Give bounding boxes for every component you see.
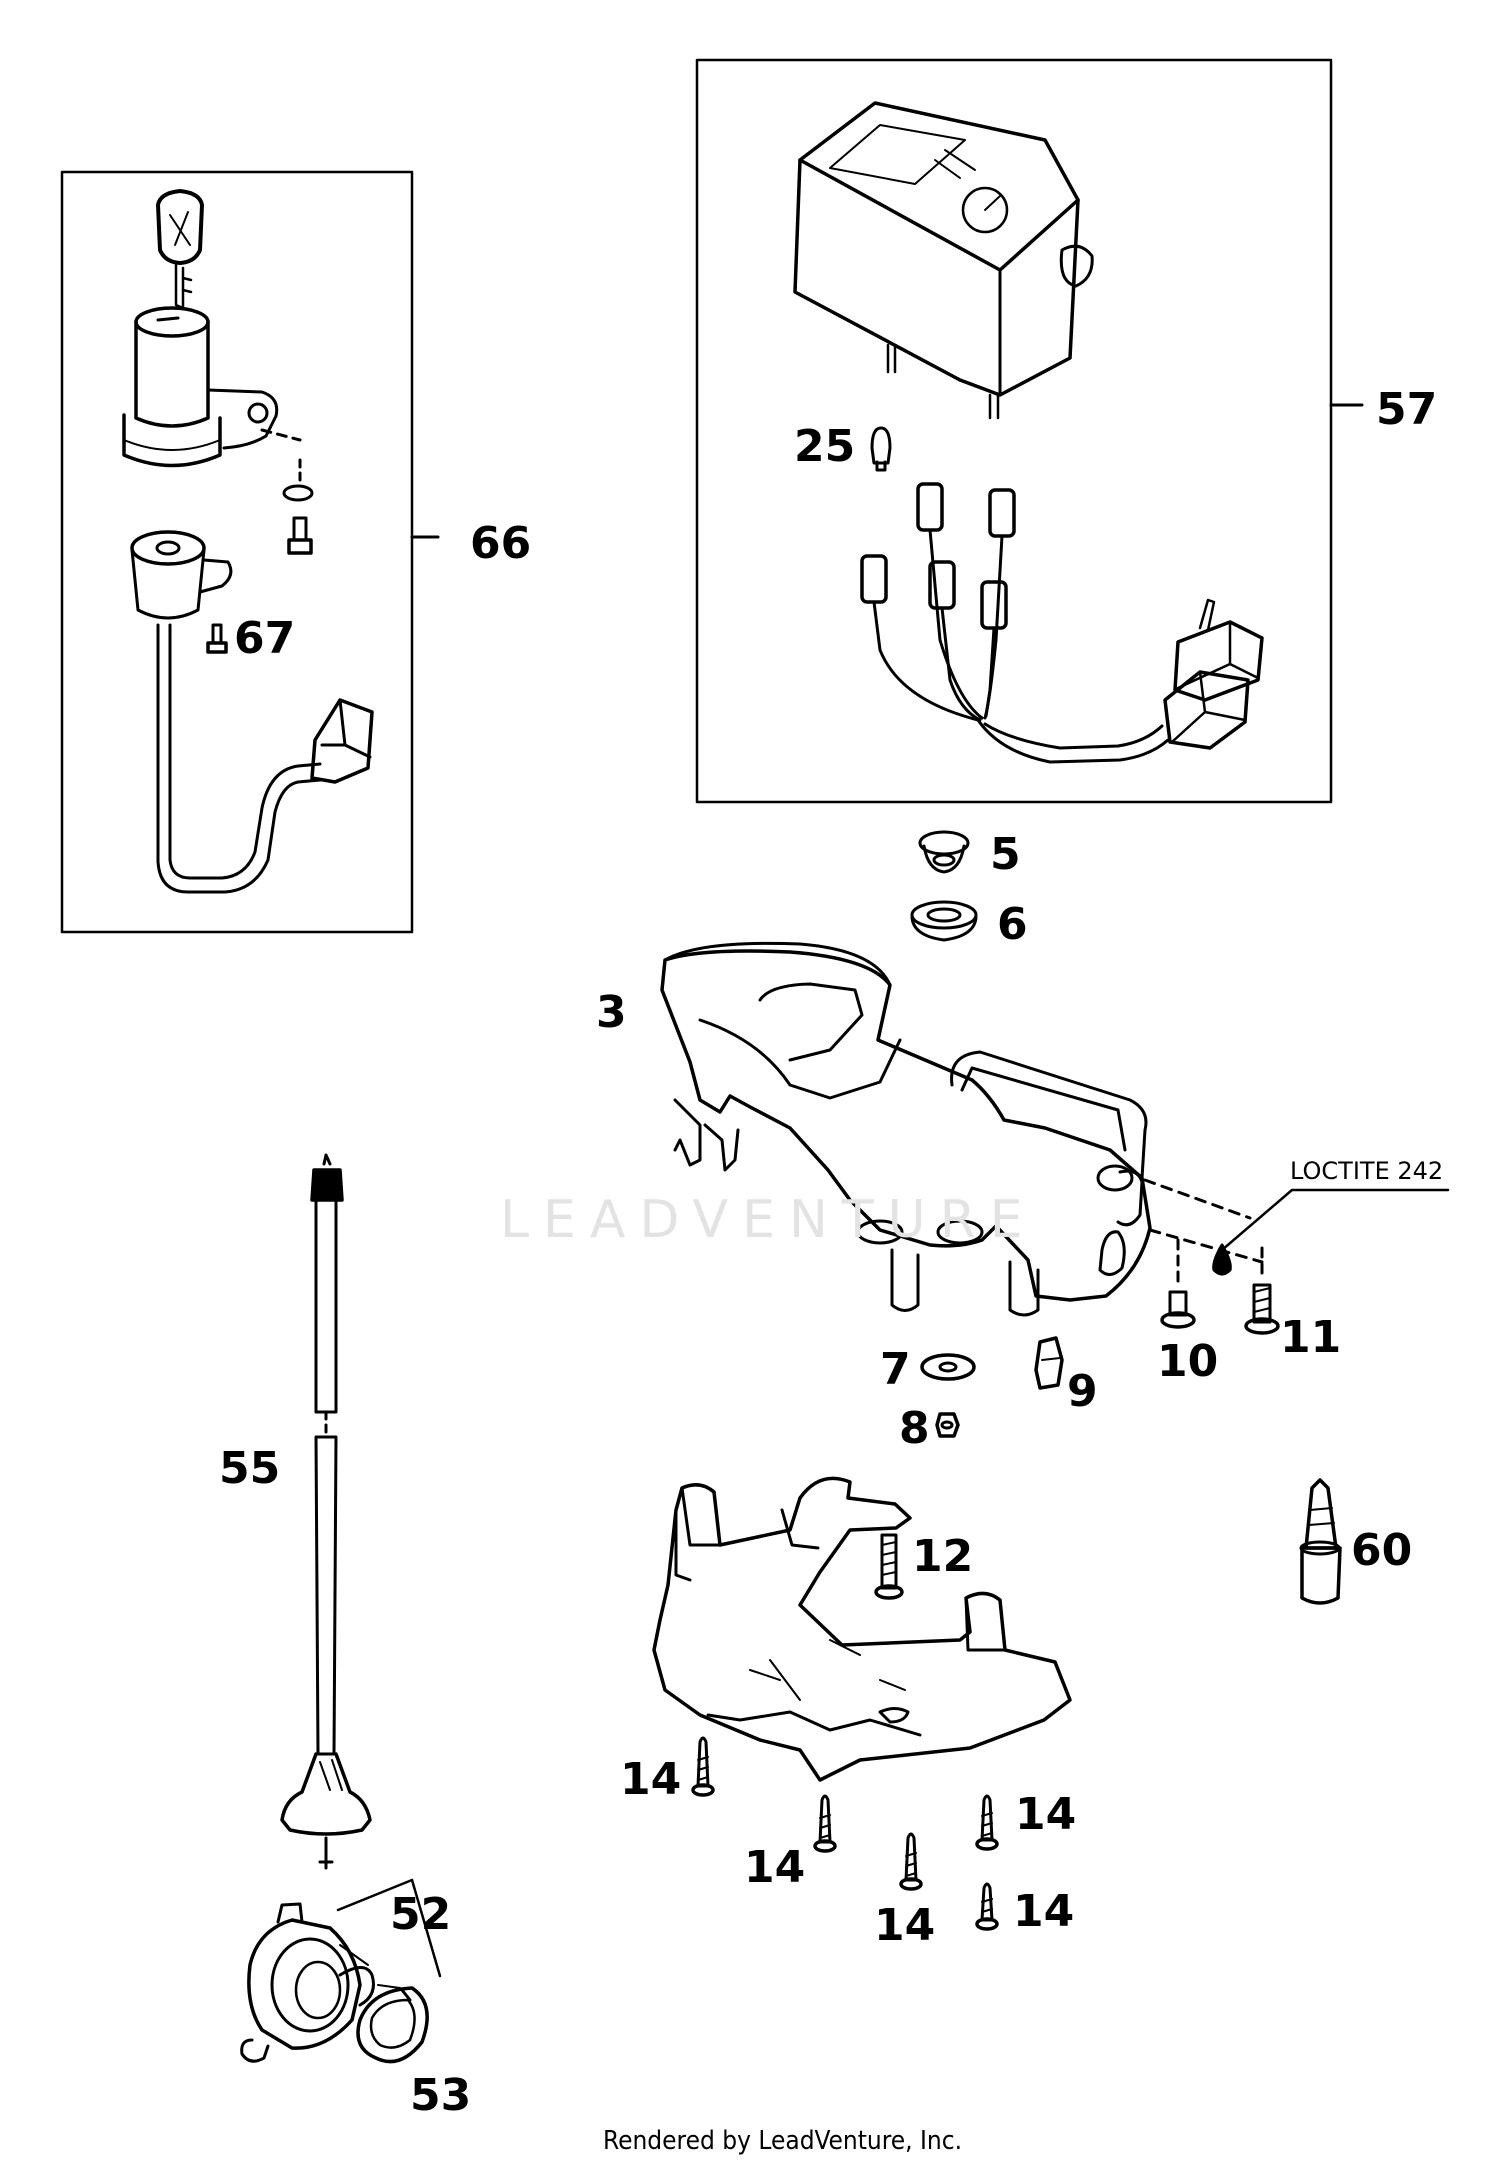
- speedometer-cable: [280, 1153, 372, 1870]
- part-label-12: 12: [912, 1531, 974, 1582]
- lock-screw: [287, 516, 313, 555]
- loctite-note: LOCTITE 242: [1290, 1157, 1444, 1185]
- part-label-8: 8: [899, 1403, 930, 1454]
- part-label-14-b: 14: [1015, 1789, 1077, 1840]
- nut-8: [935, 1412, 960, 1438]
- part-label-67: 67: [234, 613, 296, 664]
- screw-14-b: [813, 1794, 837, 1853]
- part-label-25: 25: [794, 421, 856, 472]
- part-label-10: 10: [1157, 1336, 1219, 1387]
- part-label-14-d: 14: [1013, 1886, 1075, 1937]
- mounting-plate: [652, 1476, 1072, 1782]
- ignition-key: [156, 189, 204, 310]
- part-label-7: 7: [880, 1344, 911, 1395]
- watermark-text: LEADVENTURE: [500, 1190, 1037, 1250]
- speedometer-bracket: [660, 941, 1264, 1317]
- ignition-lock-kit-frame: [60, 170, 414, 934]
- screw-14-a: [691, 1736, 715, 1797]
- part-label-66: 66: [470, 518, 532, 569]
- part-label-14-c: 14: [744, 1842, 806, 1893]
- part-label-14-e: 14: [874, 1900, 936, 1951]
- ignition-lock-cylinder: [122, 306, 302, 468]
- clip-9: [1034, 1336, 1064, 1390]
- screw-14-e: [975, 1882, 999, 1931]
- speedometer-drive: [240, 1902, 401, 2063]
- screw-67: [206, 623, 228, 654]
- part-label-3: 3: [596, 987, 627, 1038]
- bulb-25: [870, 426, 892, 472]
- screw-11: [1244, 1246, 1280, 1335]
- rubber-bushing-5: [918, 830, 970, 874]
- part-label-55: 55: [219, 1443, 281, 1494]
- drive-retaining-ring: [356, 1986, 429, 2064]
- part-label-5: 5: [990, 829, 1021, 880]
- speedometer-housing: [793, 101, 1094, 420]
- rubber-grommet-6: [910, 900, 978, 942]
- lock-washer: [282, 484, 314, 502]
- part-label-6: 6: [997, 899, 1028, 950]
- part-label-9: 9: [1067, 1366, 1098, 1417]
- part-label-52: 52: [390, 1889, 452, 1940]
- washer-7: [920, 1353, 976, 1381]
- part-label-57: 57: [1376, 384, 1438, 435]
- speedometer-wiring-harness: [860, 482, 1264, 764]
- screw-14-c: [975, 1794, 999, 1851]
- screw-10: [1160, 1238, 1196, 1329]
- speedometer-kit-frame: [695, 58, 1333, 804]
- part-label-11: 11: [1280, 1312, 1342, 1363]
- part-label-60: 60: [1351, 1525, 1413, 1576]
- screw-12: [874, 1533, 904, 1600]
- screw-14-d: [899, 1832, 923, 1891]
- part-label-14-a: 14: [620, 1754, 682, 1805]
- leader-52: [336, 1878, 442, 1978]
- loctite-bottle: [1299, 1478, 1342, 1605]
- ignition-switch-harness: [130, 530, 374, 894]
- part-label-53: 53: [410, 2070, 472, 2121]
- footer-credit: Rendered by LeadVenture, Inc.: [603, 2126, 963, 2156]
- loctite-drop: [1212, 1188, 1450, 1276]
